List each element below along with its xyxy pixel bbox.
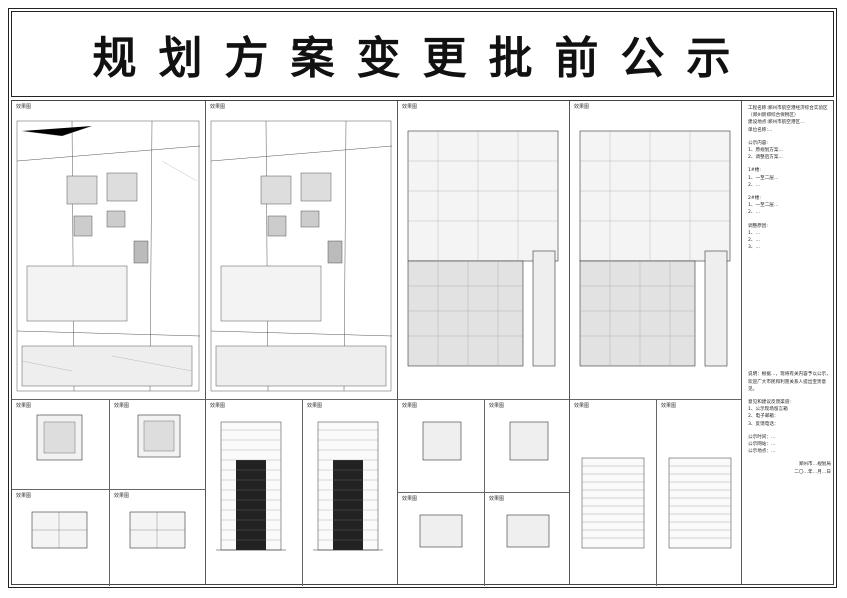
column-site-plan-revised: 效果图 效果图 bbox=[206, 101, 398, 586]
section-3-item: 2、… bbox=[748, 210, 761, 216]
panel-label: 效果图 bbox=[16, 493, 32, 499]
contact-item: 3、反馈电话： bbox=[748, 421, 779, 427]
section-3-title: 2#楼: bbox=[748, 196, 761, 202]
panel-label: 效果图 bbox=[489, 496, 505, 502]
section-1-title: 公示内容: bbox=[748, 140, 768, 146]
site-plan-revised-panel: 效果图 bbox=[206, 101, 397, 399]
panel-label: 效果图 bbox=[210, 104, 226, 110]
panel-label: 效果图 bbox=[661, 403, 677, 409]
notes-intro-3: 单位名称:… bbox=[748, 127, 773, 133]
elevation-panel-3: 效果图 bbox=[570, 399, 656, 586]
column-site-plan-original: 效果图 bbox=[12, 101, 206, 586]
section-2-title: 1#楼: bbox=[748, 168, 761, 174]
ground-plan-revised-drawing bbox=[579, 130, 731, 367]
elevation-drawing bbox=[216, 421, 286, 551]
contact-item: 2、电子邮箱： bbox=[748, 414, 779, 420]
ground-plan-original-panel: 效果图 bbox=[398, 101, 569, 399]
notes-intro-1: 工程名称:郑州市航空港经济综合实验区（郑州新郑综合保税区） bbox=[748, 106, 828, 119]
floor-plan-drawing bbox=[129, 511, 186, 549]
panel-label: 效果图 bbox=[574, 104, 590, 110]
panel-label: 效果图 bbox=[307, 403, 323, 409]
drawing-board: 效果图 bbox=[11, 100, 837, 586]
small-plan-panel-2: 效果图 bbox=[484, 399, 569, 492]
page-title: 规划方案变更批前公示 bbox=[92, 33, 753, 84]
ground-plan-original-drawing bbox=[407, 130, 559, 367]
small-plan-drawing bbox=[509, 421, 549, 461]
contact-intro: 说明：根据…，现将有关内容予以公示，欢迎广大市民和利害关系人提出宝贵意见。 bbox=[748, 372, 831, 392]
title-band: 规划方案变更批前公示 bbox=[11, 11, 834, 97]
elevation-panel-4: 效果图 bbox=[656, 399, 741, 586]
section-3-item: 1、一至二层… bbox=[748, 203, 779, 209]
floor-plan-panel-1: 效果图 bbox=[12, 399, 109, 489]
panel-label: 效果图 bbox=[16, 104, 32, 110]
small-plan-panel-1: 效果图 bbox=[398, 399, 484, 492]
small-plan-panel-3: 效果图 bbox=[398, 492, 484, 586]
signature-line: 郑州市…规划局 bbox=[798, 462, 831, 468]
section-4-item: 3、… bbox=[748, 245, 761, 251]
section-4-item: 2、… bbox=[748, 238, 761, 244]
small-plan-drawing bbox=[506, 514, 550, 548]
column-ground-plan-revised: 效果图 效果图 效果图 bbox=[570, 101, 742, 586]
floor-plan-drawing bbox=[36, 414, 83, 461]
panel-label: 效果图 bbox=[114, 403, 130, 409]
elevation-drawing bbox=[313, 421, 383, 551]
panel-label: 效果图 bbox=[489, 403, 505, 409]
floor-plan-panel-3: 效果图 bbox=[12, 489, 109, 586]
elevation-panel-1: 效果图 bbox=[206, 399, 302, 586]
contact-title: 意见和建议反馈渠道: bbox=[748, 400, 791, 406]
footer-line: 公示网站：… bbox=[748, 442, 776, 448]
elevation-drawing bbox=[581, 457, 645, 549]
notice-sheet: 规划方案变更批前公示 效果图 bbox=[8, 8, 837, 588]
site-plan-original-panel: 效果图 bbox=[12, 101, 206, 399]
panel-label: 效果图 bbox=[16, 403, 32, 409]
panel-label: 效果图 bbox=[402, 403, 418, 409]
small-plan-panel-4: 效果图 bbox=[484, 492, 569, 586]
panel-label: 效果图 bbox=[210, 403, 226, 409]
footer-line: 公示时间：… bbox=[748, 434, 776, 440]
notes-panel: 工程名称:郑州市航空港经济综合实验区（郑州新郑综合保税区） 建设地点:郑州市航空… bbox=[742, 101, 837, 584]
site-plan-original-drawing bbox=[16, 120, 201, 392]
floor-plan-panel-2: 效果图 bbox=[109, 399, 206, 489]
floor-plan-panel-4: 效果图 bbox=[109, 489, 206, 586]
notes-intro-2: 建设地点:郑州市航空港区… bbox=[748, 120, 805, 126]
small-plan-drawing bbox=[422, 421, 462, 461]
section-1-item: 2、调整后方案… bbox=[748, 155, 784, 161]
panel-label: 效果图 bbox=[574, 403, 590, 409]
floor-plan-drawing bbox=[137, 414, 181, 458]
column-ground-plan-original: 效果图 效果图 效果图 效果图 bbox=[398, 101, 570, 586]
ground-plan-revised-panel: 效果图 bbox=[570, 101, 741, 399]
signature-line: 二〇…年…月…日 bbox=[794, 469, 831, 475]
floor-plan-drawing bbox=[31, 511, 88, 549]
site-plan-revised-drawing bbox=[210, 120, 393, 392]
panel-label: 效果图 bbox=[114, 493, 130, 499]
small-plan-drawing bbox=[419, 514, 463, 548]
panel-label: 效果图 bbox=[402, 104, 418, 110]
section-4-title: 调整原因: bbox=[748, 223, 768, 229]
section-4-item: 1、… bbox=[748, 230, 761, 236]
section-2-item: 1、一至二层… bbox=[748, 175, 779, 181]
contact-item: 1、公示现场留言箱 bbox=[748, 407, 788, 413]
panel-label: 效果图 bbox=[402, 496, 418, 502]
elevation-drawing bbox=[668, 457, 732, 549]
elevation-panel-2: 效果图 bbox=[302, 399, 397, 586]
footer-line: 公示地点：… bbox=[748, 449, 776, 455]
section-2-item: 2、… bbox=[748, 182, 761, 188]
notes-column: 工程名称:郑州市航空港经济综合实验区（郑州新郑综合保税区） 建设地点:郑州市航空… bbox=[742, 101, 837, 584]
section-1-item: 1、原规划方案… bbox=[748, 148, 784, 154]
